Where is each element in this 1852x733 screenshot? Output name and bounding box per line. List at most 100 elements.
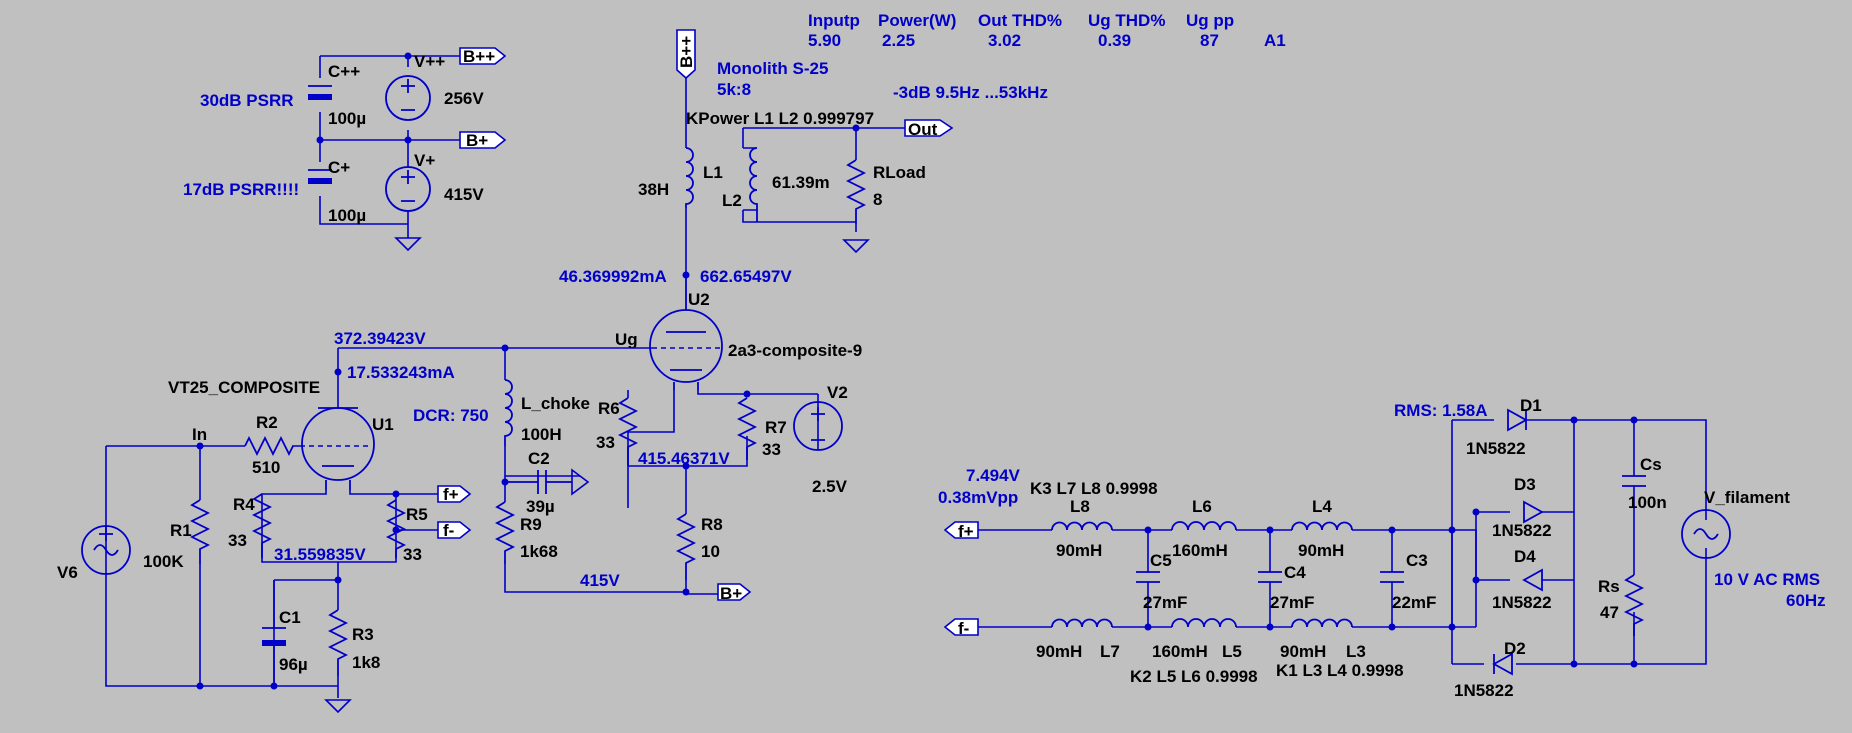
voltage-source-v-filament[interactable]: [1681, 509, 1731, 559]
cp-value: 100µ: [328, 206, 366, 225]
vpp-label: V++: [414, 52, 445, 71]
resistor-r6[interactable]: [617, 397, 639, 466]
inductor-l3[interactable]: [1291, 618, 1353, 628]
inductor-l5[interactable]: [1171, 618, 1237, 628]
inductor-l6[interactable]: [1171, 521, 1237, 531]
l8-value: 90mH: [1056, 541, 1102, 560]
bandwidth-note: -3dB 9.5Hz ...53kHz: [893, 83, 1048, 102]
probe-u1-anode: 372.39423V: [334, 329, 426, 348]
d4-value: 1N5822: [1492, 593, 1552, 612]
port-bp-bottom[interactable]: [717, 583, 752, 601]
voltage-source-vpp[interactable]: [385, 75, 431, 121]
v6-label: V6: [57, 563, 78, 582]
capacitor-cp[interactable]: [308, 169, 332, 184]
port-bpp-label: B++: [463, 47, 495, 66]
port-bpp-top[interactable]: [459, 47, 507, 65]
voltage-source-vp[interactable]: [385, 166, 431, 212]
inductor-l1[interactable]: [685, 147, 694, 208]
l1-label: L1: [703, 163, 723, 182]
probe-u2-cathode: 415.46371V: [638, 449, 730, 468]
port-bp-top[interactable]: [459, 131, 507, 149]
diode-d4[interactable]: [1522, 568, 1543, 592]
choke-section: L_choke 100H DCR: 750 C2 39µ R9 1k68: [413, 379, 590, 564]
lchoke-value: 100H: [521, 425, 562, 444]
l5-value: 160mH: [1152, 642, 1208, 661]
resistor-r2[interactable]: [244, 435, 294, 457]
vp-label: V+: [414, 151, 435, 170]
port-fm-left[interactable]: [437, 521, 472, 539]
probe-b-voltage: 415V: [580, 571, 620, 590]
capacitor-cpp[interactable]: [308, 85, 332, 100]
probe-u1-cathode: 31.559835V: [274, 545, 366, 564]
meas-value-ugthd: 0.39: [1098, 31, 1131, 50]
resistor-r5[interactable]: [385, 499, 407, 558]
diode-d1[interactable]: [1507, 408, 1528, 432]
cs-label: Cs: [1640, 455, 1662, 474]
triode-u2[interactable]: [649, 275, 723, 390]
inductor-l2[interactable]: [743, 147, 758, 222]
r8-value: 10: [701, 542, 720, 561]
ratio-note: 5k:8: [717, 80, 751, 99]
resistor-r8[interactable]: [675, 513, 697, 580]
diode-d3[interactable]: [1523, 500, 1544, 524]
inductor-l-choke[interactable]: [504, 379, 513, 446]
resistor-rload[interactable]: [845, 159, 867, 224]
dcr-note: DCR: 750: [413, 406, 489, 425]
meas-header-inputp: Inputp: [808, 11, 860, 30]
port-fp-left[interactable]: [437, 485, 472, 503]
c3-label: C3: [1406, 551, 1428, 570]
probe-u2-current: 46.369992mA: [559, 267, 667, 286]
k2-directive: K2 L5 L6 0.9998: [1130, 667, 1258, 686]
capacitor-c4[interactable]: [1258, 571, 1282, 583]
ground-symbol: [324, 699, 352, 714]
c3-value: 22mF: [1392, 593, 1436, 612]
r6-label: R6: [598, 399, 620, 418]
capacitor-c3[interactable]: [1380, 571, 1404, 583]
c5-label: C5: [1150, 551, 1172, 570]
vp-value: 415V: [444, 185, 484, 204]
resistor-r4[interactable]: [251, 493, 273, 558]
inductor-l8[interactable]: [1051, 521, 1113, 531]
inductor-l7[interactable]: [1051, 618, 1113, 628]
l6-label: L6: [1192, 497, 1212, 516]
cs-value: 100n: [1628, 493, 1667, 512]
u2-model: 2a3-composite-9: [728, 341, 862, 360]
r4-label: R4: [233, 495, 255, 514]
capacitor-c5[interactable]: [1136, 571, 1160, 583]
rs-label: Rs: [1598, 577, 1620, 596]
l2-value: 61.39m: [772, 173, 830, 192]
resistor-r7[interactable]: [736, 397, 758, 460]
ground-symbol: [394, 237, 422, 252]
port-out[interactable]: [904, 119, 954, 137]
u1-model: VT25_COMPOSITE: [168, 378, 320, 397]
u1-label: U1: [372, 415, 394, 434]
resistor-rs[interactable]: [1623, 574, 1645, 636]
r6-value: 33: [596, 433, 615, 452]
c1-value: 96µ: [279, 655, 308, 674]
port-bpp-vertical[interactable]: [676, 29, 696, 80]
vfil-value-line1: 10 V AC RMS: [1714, 570, 1820, 589]
resistor-r9[interactable]: [494, 501, 516, 564]
port-out-label: Out: [908, 120, 938, 139]
resistor-r3[interactable]: [327, 609, 349, 676]
v2-value: 2.5V: [812, 477, 848, 496]
capacitor-c2[interactable]: [505, 468, 590, 496]
port-bp-label: B+: [466, 131, 488, 150]
r7-label: R7: [765, 418, 787, 437]
triode-u1[interactable]: [300, 407, 375, 490]
r5-value: 33: [403, 545, 422, 564]
ug-label: Ug: [615, 330, 638, 349]
capacitor-c1[interactable]: [262, 580, 286, 686]
inductor-l4[interactable]: [1291, 521, 1353, 531]
cpp-value: 100µ: [328, 109, 366, 128]
voltage-source-v6[interactable]: [81, 525, 131, 575]
meas-value-power: 2.25: [882, 31, 915, 50]
meas-value-inputp: 5.90: [808, 31, 841, 50]
resistor-r1[interactable]: [189, 499, 211, 564]
port-fp-left-label: f+: [443, 485, 459, 504]
diode-d2[interactable]: [1492, 652, 1513, 676]
voltage-source-v2[interactable]: [793, 401, 843, 451]
port-bpp-vertical-label: B++: [677, 36, 696, 68]
r2-label: R2: [256, 413, 278, 432]
capacitor-cs[interactable]: [1622, 475, 1646, 487]
